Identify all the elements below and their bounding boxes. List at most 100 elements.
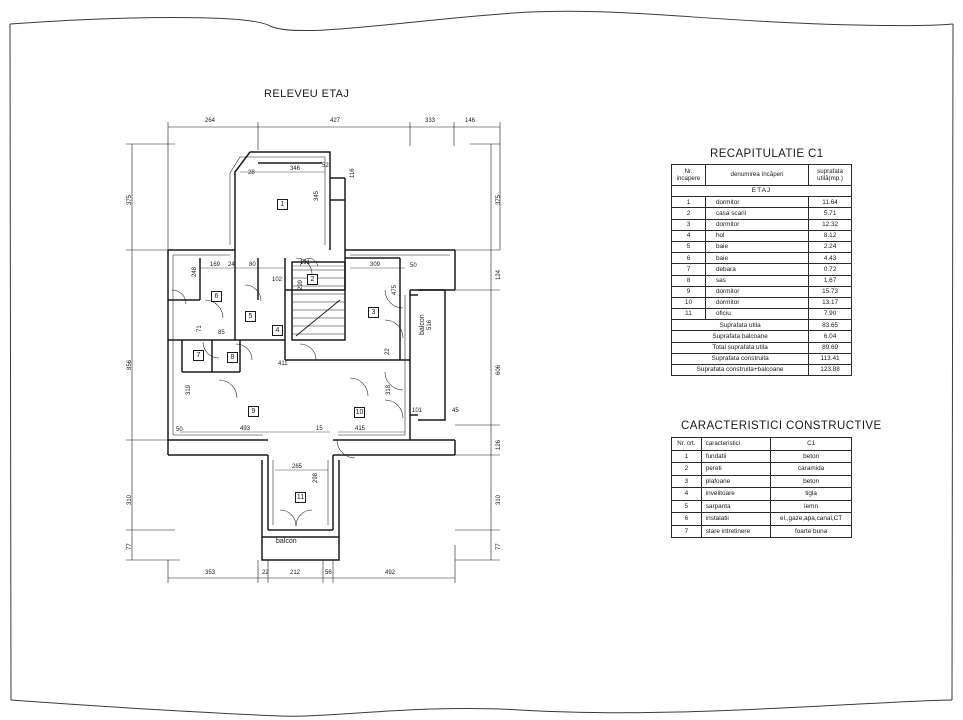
room-number-6: 6 (211, 291, 222, 302)
room-number-11: 11 (295, 492, 306, 503)
dim-bottom-0: 353 (205, 570, 216, 576)
dim-bottom-1: 22 (262, 570, 269, 576)
row-area: 8.12 (808, 229, 852, 242)
header-nr: Nr. crt. (671, 437, 702, 451)
room-number-10: 10 (354, 407, 365, 418)
row-area: 11.64 (808, 196, 852, 209)
balcony-label-2: balcon (276, 538, 297, 545)
row-area: 4.43 (808, 252, 852, 265)
room-number-9: 9 (248, 406, 259, 417)
header-nr: Nr. incapere (671, 164, 706, 186)
row-area: 12.32 (808, 218, 852, 231)
row-nr: 2 (671, 207, 706, 220)
row-value: lemn (770, 499, 852, 513)
row-nr: 2 (671, 462, 702, 476)
row-nr: 6 (671, 512, 702, 526)
dim-interior-28: 265 (292, 464, 303, 470)
row-value: tigla (770, 487, 852, 501)
dim-interior-23: 319 (186, 384, 192, 395)
row-name: instalatii (700, 512, 772, 526)
row-name: fundatii (700, 449, 772, 463)
dim-interior-8: 191 (300, 260, 311, 266)
dim-interior-25: 493 (240, 426, 251, 432)
row-nr: 4 (671, 487, 702, 501)
room-number-7: 7 (193, 350, 204, 361)
recapitulatie-title: RECAPITULATIE C1 (710, 148, 824, 160)
row-name: invelitoare (700, 487, 772, 501)
row-name: debara (704, 263, 810, 276)
dim-top-3: 146 (465, 118, 476, 124)
row-name: dormitor (704, 296, 810, 310)
row-value: foarte buna (770, 524, 852, 538)
room-number-3: 3 (368, 307, 379, 318)
row-name: sarpanta (700, 499, 772, 513)
dim-right-2: 606 (496, 364, 502, 375)
dim-interior-4: 116 (350, 168, 356, 178)
dim-interior-7: 80 (249, 262, 256, 268)
room-number-5: 5 (245, 311, 256, 322)
dim-left-3: 77 (127, 543, 133, 550)
dim-bottom-4: 492 (385, 570, 396, 576)
dim-left-1: 856 (127, 359, 133, 370)
row-name: oficiu (704, 308, 810, 321)
dim-interior-16: 85 (218, 330, 225, 336)
row-value: caramida (770, 462, 852, 476)
dim-right-1: 124 (496, 269, 502, 280)
caracteristici-title: CARACTERISTICI CONSTRUCTIVE (681, 420, 882, 432)
summary-label: Suprafata construita (670, 352, 810, 366)
row-nr: 8 (671, 274, 706, 287)
room-number-8: 8 (227, 352, 238, 363)
header-area: suprafata utilă(mp.) (808, 164, 852, 186)
row-name: sas (704, 274, 810, 287)
row-area: 5.71 (808, 207, 852, 220)
dim-interior-12: 248 (192, 266, 198, 277)
summary-value: 6.04 (808, 330, 852, 343)
dim-interior-20: 45 (452, 408, 459, 414)
row-name: baie (704, 240, 810, 254)
dim-interior-22: 318 (386, 384, 392, 395)
dim-left-2: 310 (127, 494, 133, 505)
room-number-4: 4 (272, 325, 283, 336)
row-nr: 9 (671, 285, 706, 298)
row-area: 13.17 (808, 296, 852, 310)
dim-interior-3: 345 (314, 190, 320, 201)
row-nr: 5 (671, 499, 702, 513)
row-name: dormitor (704, 285, 810, 298)
dim-top-1: 427 (330, 118, 341, 124)
summary-label: Suprafata balcoane (670, 330, 810, 343)
row-nr: 1 (671, 196, 706, 209)
plan-title: RELEVEU ETAJ (264, 88, 350, 100)
dim-top-0: 264 (205, 118, 216, 124)
row-area: 0.72 (808, 263, 852, 276)
dim-interior-17: 411 (278, 361, 288, 367)
dim-right-5: 77 (496, 543, 502, 550)
dim-top-2: 333 (425, 118, 436, 124)
row-value: el.,gaze,apa,canal,CT (770, 512, 852, 526)
summary-label: Suprafata utila (670, 319, 810, 332)
balcony-label-1: balcon (419, 314, 426, 335)
row-area: 7.90 (808, 308, 852, 321)
table-header-row: Nr. crt. caracteristici C1 (671, 437, 852, 451)
row-nr: 3 (671, 218, 706, 231)
summary-value: 89.69 (808, 341, 852, 354)
header-c1: C1 (770, 437, 852, 451)
dim-left-0: 375 (127, 194, 133, 205)
dim-interior-14: 475 (392, 284, 398, 295)
summary-value: 83.65 (808, 319, 852, 332)
